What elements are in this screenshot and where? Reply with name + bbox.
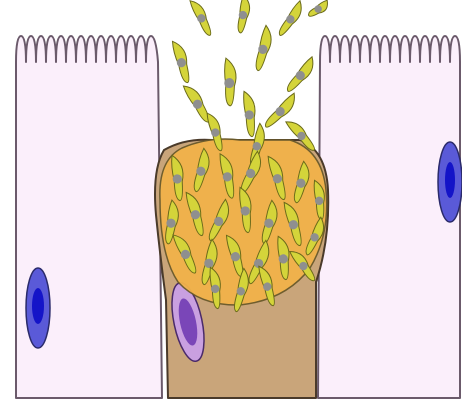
epithelial-cell-right xyxy=(318,36,462,398)
epithelial-cell-left xyxy=(16,36,162,398)
nucleus-inner xyxy=(32,288,44,324)
microvilli-border-right xyxy=(318,36,460,398)
nucleus-inner xyxy=(445,162,455,198)
